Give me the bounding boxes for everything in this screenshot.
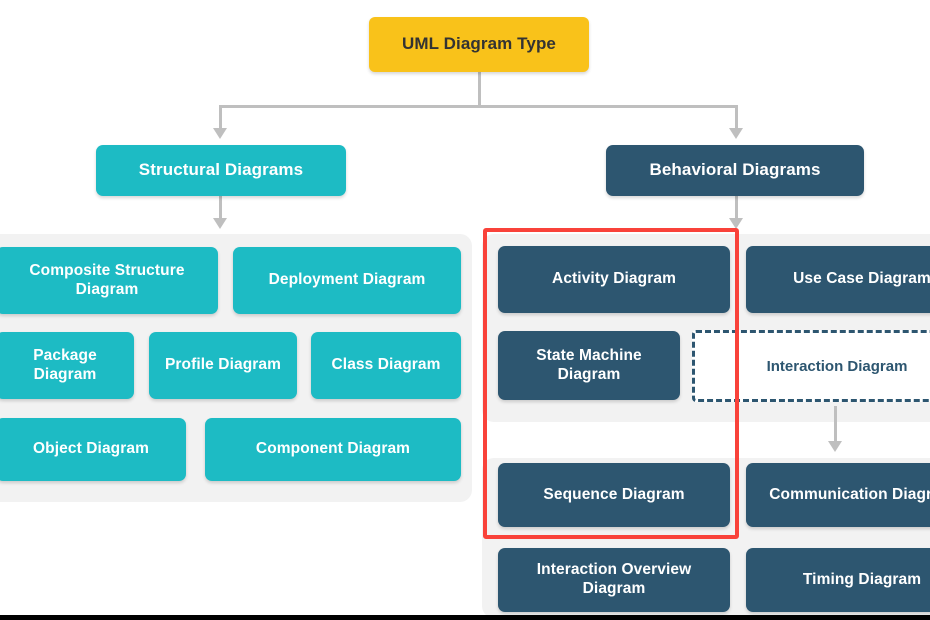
node-package-diagram[interactable]: Package Diagram [0, 332, 134, 399]
node-component-diagram[interactable]: Component Diagram [205, 418, 461, 481]
node-timing-diagram[interactable]: Timing Diagram [746, 548, 930, 612]
node-state-machine-diagram[interactable]: State Machine Diagram [498, 331, 680, 400]
node-sequence-diagram[interactable]: Sequence Diagram [498, 463, 730, 527]
connector-root-stem [478, 72, 481, 106]
node-profile-diagram[interactable]: Profile Diagram [149, 332, 297, 399]
node-interaction-diagram-group[interactable]: Interaction Diagram [692, 330, 930, 402]
connector-to-structural [219, 105, 222, 131]
node-activity-diagram[interactable]: Activity Diagram [498, 246, 730, 313]
node-interaction-overview-diagram[interactable]: Interaction Overview Diagram [498, 548, 730, 612]
connector-to-behavioral [735, 105, 738, 131]
arrowhead-interaction-panel [828, 441, 842, 452]
node-object-diagram[interactable]: Object Diagram [0, 418, 186, 481]
connector-root-bus [219, 105, 738, 108]
connector-behavioral-down [735, 195, 738, 221]
node-class-diagram[interactable]: Class Diagram [311, 332, 461, 399]
connector-interaction-down [834, 406, 837, 444]
connector-structural-down [219, 195, 222, 221]
node-use-case-diagram[interactable]: Use Case Diagram [746, 246, 930, 313]
node-uml-diagram-type[interactable]: UML Diagram Type [369, 17, 589, 72]
node-deployment-diagram[interactable]: Deployment Diagram [233, 247, 461, 314]
arrowhead-structural [213, 128, 227, 139]
arrowhead-structural-panel [213, 218, 227, 229]
node-structural-diagrams[interactable]: Structural Diagrams [96, 145, 346, 196]
node-behavioral-diagrams[interactable]: Behavioral Diagrams [606, 145, 864, 196]
node-composite-structure-diagram[interactable]: Composite Structure Diagram [0, 247, 218, 314]
node-communication-diagram[interactable]: Communication Diagram [746, 463, 930, 527]
arrowhead-behavioral-panel [729, 218, 743, 229]
arrowhead-behavioral [729, 128, 743, 139]
